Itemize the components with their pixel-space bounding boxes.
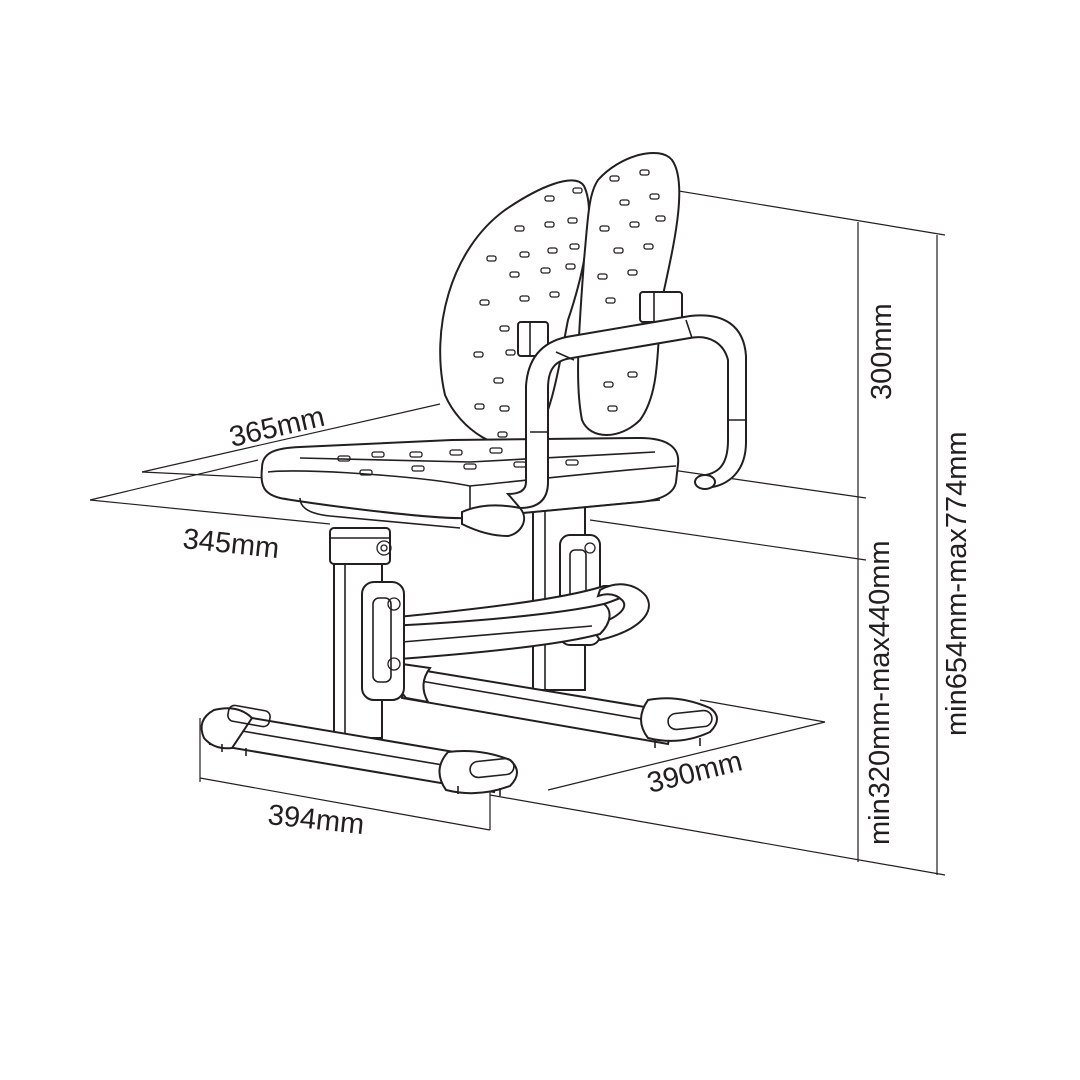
rear-base-bar <box>396 662 718 748</box>
footrest <box>385 583 650 662</box>
seat-holes <box>337 447 579 476</box>
floor-extension <box>489 794 946 876</box>
dim-365-line <box>141 403 441 473</box>
front-base-bar <box>200 704 518 796</box>
dim-390-line <box>547 721 826 791</box>
dim-365-tick <box>141 471 269 479</box>
backrest-holes-left <box>473 187 583 438</box>
front-column <box>329 527 405 739</box>
dim-390-tick <box>699 699 826 723</box>
dim-394-line <box>199 777 491 831</box>
label-total-height-range: min654mm-max774mm <box>941 431 973 736</box>
label-300mm: 300mm <box>866 303 898 400</box>
backrest-left-wing <box>439 179 590 449</box>
backrest-support-tube <box>461 314 747 538</box>
backrest-holes-right <box>597 169 666 412</box>
dim-345-line <box>89 499 331 525</box>
dim-345-tick-left <box>89 459 259 501</box>
label-seat-height-range: min320mm-max440mm <box>864 540 896 845</box>
seat <box>260 436 680 529</box>
backrest-right-wing <box>577 151 681 436</box>
backrest <box>439 151 683 449</box>
label-345mm: 345mm <box>181 523 281 565</box>
seat-bottom-extension <box>589 519 867 561</box>
